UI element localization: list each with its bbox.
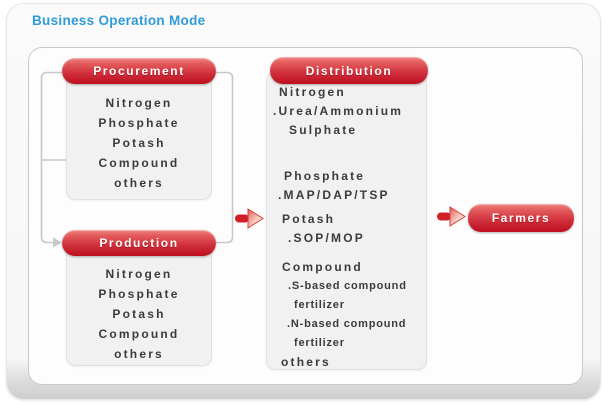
list-item: Phosphate: [98, 287, 180, 301]
list-item: Phosphate: [284, 169, 366, 183]
production-list: Nitrogen Phosphate Potash Compound other…: [66, 244, 212, 366]
production-header: Production: [62, 230, 216, 256]
list-item: Compound: [98, 327, 180, 341]
page-title: Business Operation Mode: [32, 13, 206, 28]
list-item: Nitrogen: [105, 267, 173, 281]
list-item: others: [114, 176, 164, 190]
loop-arrow-icon: [53, 237, 62, 248]
distribution-header: Distribution: [270, 57, 428, 84]
list-item: Potash: [112, 307, 166, 321]
list-item: Compound: [98, 156, 180, 170]
list-item: .N-based compound: [287, 318, 407, 330]
distribution-list: Nitrogen .Urea/Ammonium Sulphate Phospha…: [266, 72, 427, 370]
list-item: Nitrogen: [105, 96, 173, 110]
list-item: others: [281, 355, 331, 369]
list-item: .S-based compound: [288, 280, 407, 292]
farmers-node: Farmers: [468, 204, 574, 232]
list-item: Potash: [112, 136, 166, 150]
list-item: .Urea/Ammonium: [273, 104, 404, 118]
list-item: Compound: [282, 260, 363, 274]
list-item: .SOP/MOP: [288, 231, 365, 245]
list-item: Sulphate: [289, 123, 358, 137]
list-item: Phosphate: [98, 116, 180, 130]
procurement-header: Procurement: [62, 58, 216, 84]
list-item: fertilizer: [294, 337, 345, 349]
list-item: Potash: [282, 212, 336, 226]
flow-arrow-icon: [235, 208, 264, 229]
list-item: Nitrogen: [279, 85, 346, 99]
list-item: others: [114, 347, 164, 361]
list-item: .MAP/DAP/TSP: [278, 188, 390, 202]
procurement-list: Nitrogen Phosphate Potash Compound other…: [66, 72, 212, 200]
flow-arrow-icon: [437, 206, 466, 227]
list-item: fertilizer: [294, 299, 345, 311]
